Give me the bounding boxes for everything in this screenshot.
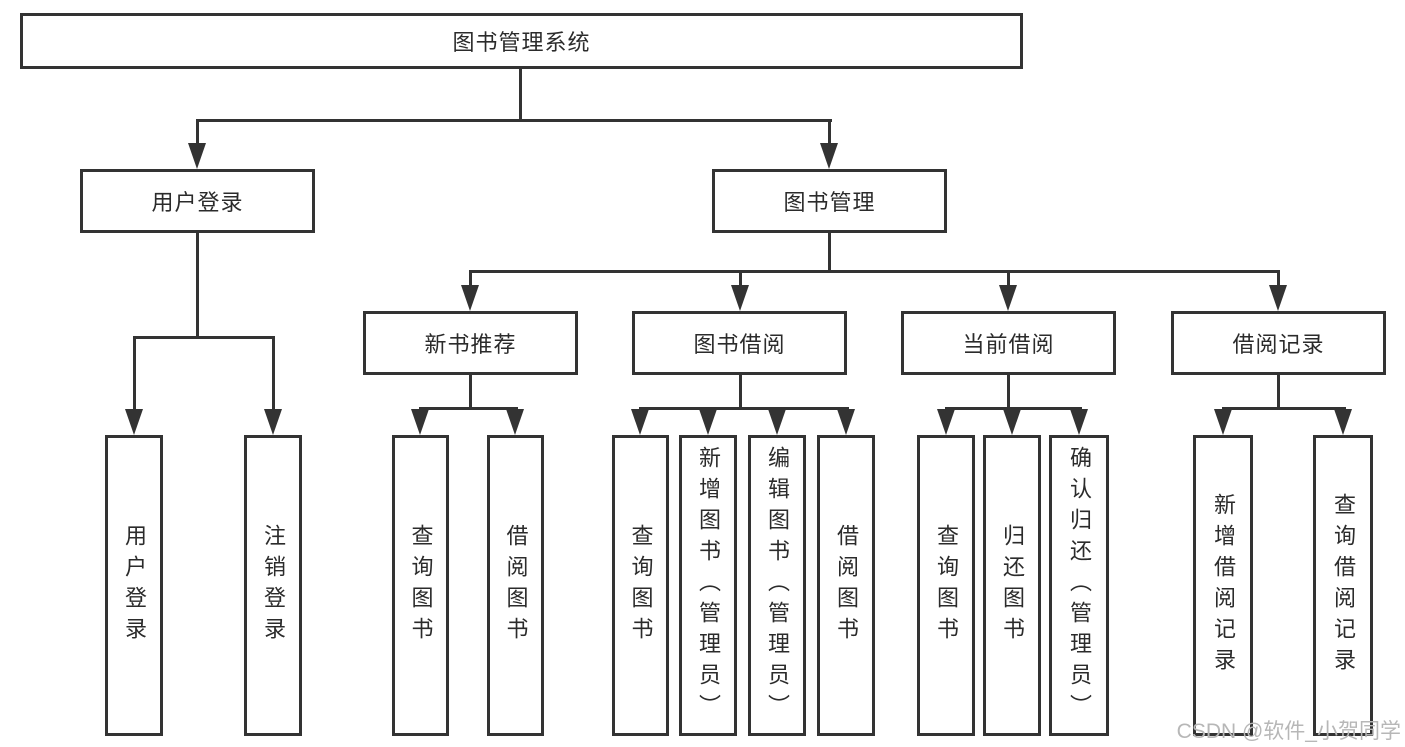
connector-vline [469,375,472,409]
leaf-logout-label: 注销登录 [261,523,286,648]
leaf-current-query: 查询图书 [917,435,975,736]
connector-vline [272,336,275,412]
arrowhead-down-icon [1003,409,1021,435]
leaf-user-login: 用户登录 [105,435,163,736]
connector-hline [639,407,849,410]
connector-vline [739,270,742,288]
arrowhead-down-icon [125,409,143,435]
connector-vline [469,270,472,288]
connector-vline [1277,375,1280,409]
connector-vline [519,69,522,121]
node-borrow-record-label: 借阅记录 [1232,332,1325,357]
node-borrow-record: 借阅记录 [1171,311,1386,375]
arrowhead-down-icon [264,409,282,435]
connector-vline [828,119,831,147]
arrowhead-down-icon [820,143,838,169]
node-system: 图书管理系统 [20,13,1023,69]
leaf-current-query-label: 查询图书 [934,523,959,648]
arrowhead-down-icon [506,409,524,435]
leaf-record-query-label: 查询借阅记录 [1331,492,1356,679]
connector-vline [739,375,742,409]
leaf-newbook-borrow-label: 借阅图书 [503,523,529,648]
leaf-current-confirm-return-label: 确认归还（管理员） [1067,446,1092,725]
arrowhead-down-icon [1269,285,1287,311]
leaf-newbook-borrow: 借阅图书 [487,435,544,736]
leaf-borrow-query-label: 查询图书 [628,523,654,648]
arrowhead-down-icon [999,285,1017,311]
connector-vline [1007,375,1010,409]
leaf-record-add: 新增借阅记录 [1193,435,1253,736]
leaf-borrow-query: 查询图书 [612,435,669,736]
leaf-logout: 注销登录 [244,435,302,736]
node-system-label: 图书管理系统 [452,30,591,55]
node-new-book-rec: 新书推荐 [363,311,578,375]
connector-hline [469,270,1280,273]
node-current-borrow: 当前借阅 [901,311,1116,375]
connector-hline [133,336,275,339]
arrowhead-down-icon [699,409,717,435]
connector-vline [828,233,831,273]
connector-hline [945,407,1082,410]
arrowhead-down-icon [188,143,206,169]
leaf-borrow-borrow-book-label: 借阅图书 [834,523,859,648]
leaf-borrow-add-book-label: 新增图书（管理员） [696,446,721,725]
node-user-login: 用户登录 [80,169,315,233]
node-book-borrow: 图书借阅 [632,311,847,375]
node-user-login-label: 用户登录 [151,190,244,215]
connector-vline [1277,270,1280,288]
node-new-book-rec-label: 新书推荐 [424,332,517,357]
node-current-borrow-label: 当前借阅 [962,332,1055,357]
leaf-user-login-label: 用户登录 [122,523,147,648]
leaf-newbook-query-label: 查询图书 [408,523,434,648]
connector-vline [196,119,199,147]
leaf-current-return-label: 归还图书 [1000,523,1025,648]
leaf-record-query: 查询借阅记录 [1313,435,1373,736]
node-book-mgmt-label: 图书管理 [783,190,876,215]
leaf-borrow-add-book: 新增图书（管理员） [679,435,737,736]
arrowhead-down-icon [1334,409,1352,435]
arrowhead-down-icon [837,409,855,435]
connector-vline [133,336,136,412]
node-book-mgmt: 图书管理 [712,169,947,233]
leaf-borrow-edit-book: 编辑图书（管理员） [748,435,806,736]
arrowhead-down-icon [768,409,786,435]
connector-vline [1007,270,1010,288]
arrowhead-down-icon [731,285,749,311]
leaf-current-confirm-return: 确认归还（管理员） [1049,435,1109,736]
node-book-borrow-label: 图书借阅 [693,332,786,357]
connector-vline [196,233,199,337]
arrowhead-down-icon [411,409,429,435]
connector-hline [1222,407,1346,410]
arrowhead-down-icon [1214,409,1232,435]
connector-hline [196,119,832,122]
arrowhead-down-icon [937,409,955,435]
arrowhead-down-icon [1070,409,1088,435]
leaf-current-return: 归还图书 [983,435,1041,736]
leaf-newbook-query: 查询图书 [392,435,449,736]
leaf-record-add-label: 新增借阅记录 [1211,492,1236,679]
leaf-borrow-edit-book-label: 编辑图书（管理员） [765,446,790,725]
arrowhead-down-icon [631,409,649,435]
arrowhead-down-icon [461,285,479,311]
connector-hline [419,407,518,410]
watermark: CSDN @软件_小贺同学 [1176,720,1401,743]
leaf-borrow-borrow-book: 借阅图书 [817,435,875,736]
